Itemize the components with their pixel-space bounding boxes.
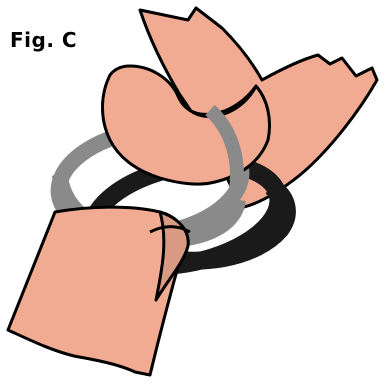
figure-label: Fig. C	[10, 30, 77, 50]
